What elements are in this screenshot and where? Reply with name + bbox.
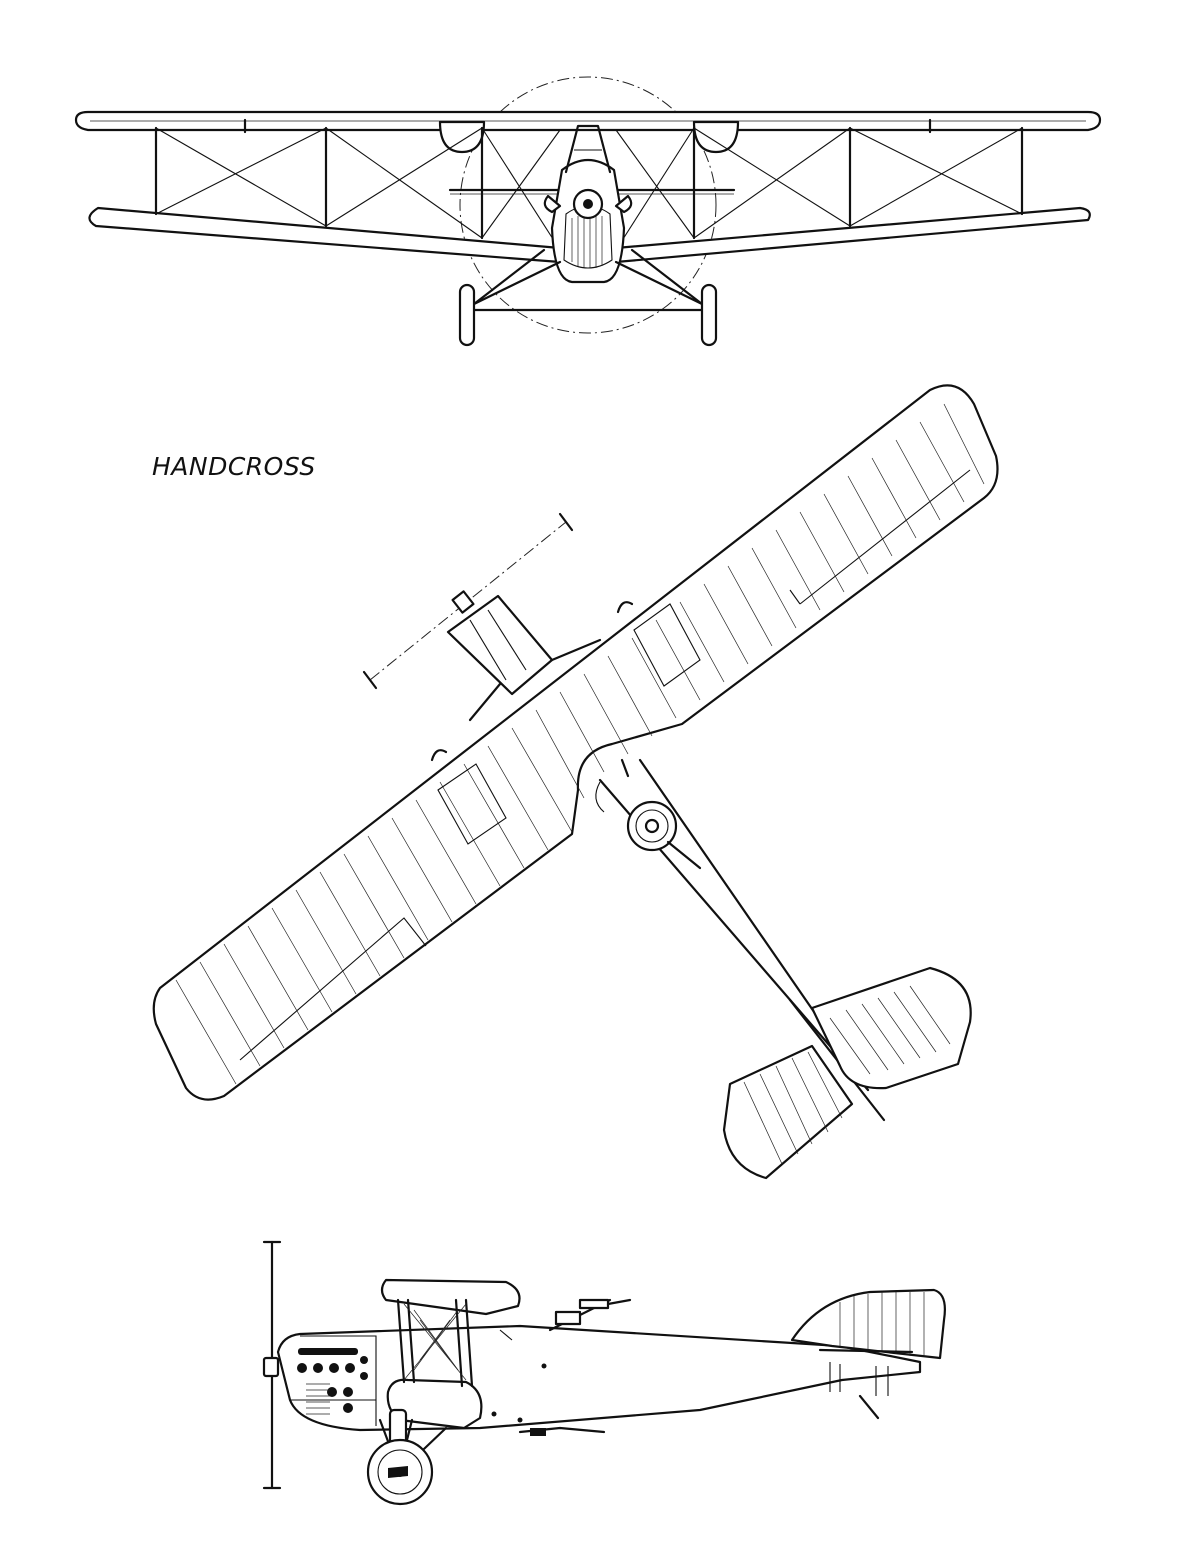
- lower-wing-side: [386, 1378, 483, 1430]
- upper-wing-plan: [152, 384, 999, 1101]
- fin-rudder-side: [790, 1288, 946, 1360]
- undercarriage-front: [468, 248, 708, 312]
- side-view: [262, 1240, 946, 1506]
- wing-ribs-plan: [175, 403, 985, 1085]
- aircraft-name-label: HANDCROSS: [152, 452, 316, 481]
- dimension-line: [369, 521, 567, 681]
- wheel-left-front: [458, 283, 476, 347]
- propeller-disc-front: [459, 76, 717, 334]
- elevator-plan: [722, 1044, 854, 1180]
- wheel-right-front: [700, 283, 718, 347]
- front-view: [74, 76, 1102, 347]
- bracing-wires-front: [155, 127, 1023, 251]
- interplane-struts-front: [154, 126, 1024, 240]
- interplane-struts-side: [396, 1298, 474, 1388]
- upper-wing-fairing-left: [438, 120, 486, 154]
- tailplane-plan: [810, 966, 972, 1090]
- upper-wing-side: [380, 1278, 521, 1316]
- upper-wing-fairing-right: [692, 120, 740, 154]
- fuselage-front: [550, 158, 626, 284]
- plan-view: [152, 384, 999, 1180]
